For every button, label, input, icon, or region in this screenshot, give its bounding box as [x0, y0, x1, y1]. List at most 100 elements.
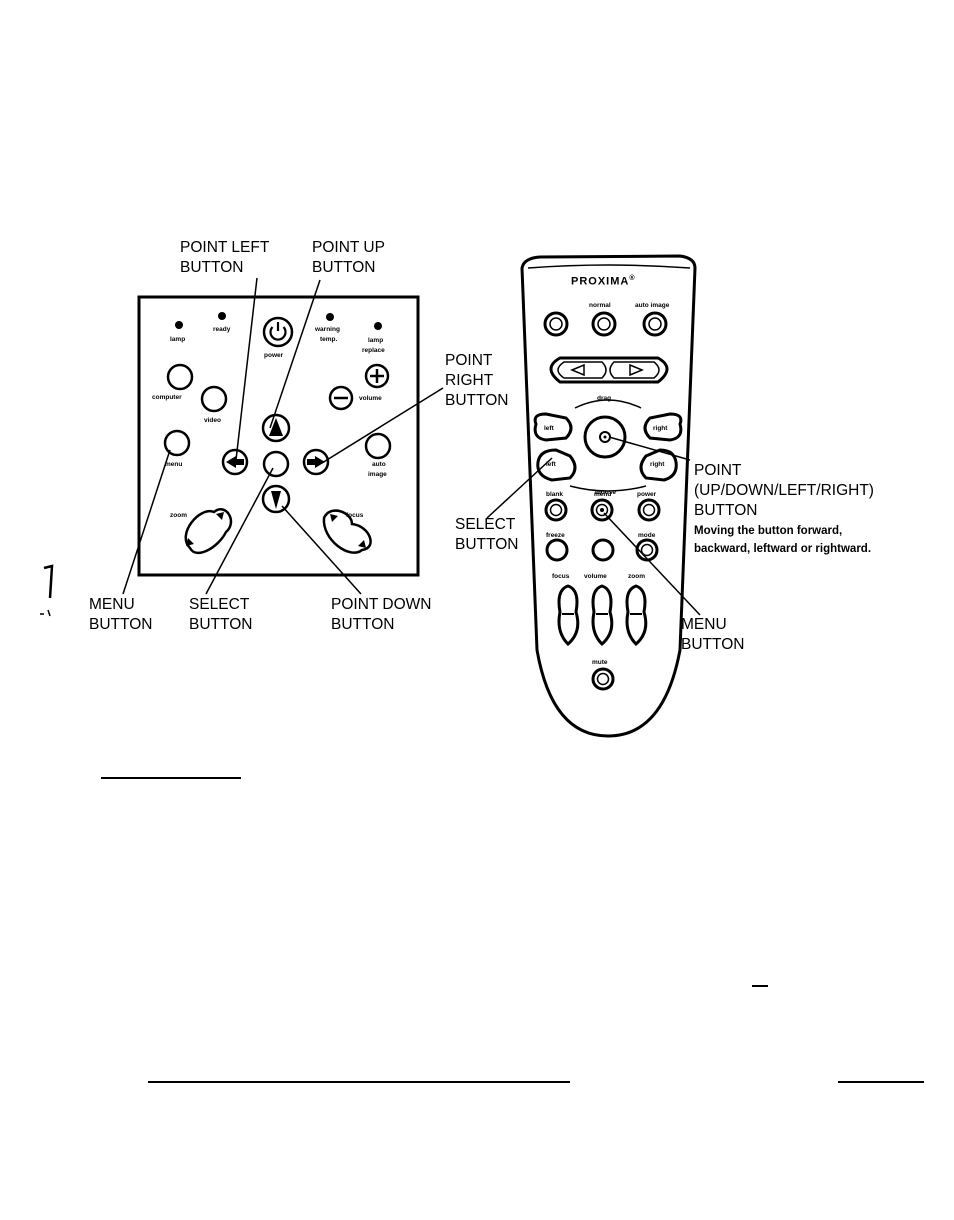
arrow-up-icon — [269, 418, 283, 436]
remote-drag-left-button[interactable] — [533, 412, 573, 442]
remote-freeze-button[interactable] — [545, 538, 569, 562]
remote-brand: PROXIMA® — [571, 269, 636, 292]
focus-far-arrow-icon — [358, 540, 366, 548]
remote-mute-button[interactable] — [591, 667, 615, 691]
blank-rule-4 — [838, 1081, 924, 1083]
warning-led-label: warning — [314, 326, 340, 333]
remote-mouse-left-button[interactable] — [536, 448, 577, 482]
warning-led-label-2: temp. — [320, 336, 338, 343]
arrow-left-icon — [226, 456, 236, 468]
label-point-up-line1: POINT UP — [312, 239, 385, 256]
lamp-replace-led-icon — [374, 322, 382, 330]
remote-normal-button[interactable] — [591, 311, 617, 337]
remote-zoom-label: zoom — [628, 573, 645, 580]
remote-mode-button[interactable] — [635, 538, 659, 562]
remote-freeze-label: freeze — [546, 532, 565, 539]
remote-zoom-rocker[interactable] — [625, 584, 648, 647]
remote-drag-right-label: right — [653, 425, 668, 432]
panel-volume-up-button[interactable] — [364, 363, 390, 389]
remote-center-button[interactable] — [591, 538, 615, 562]
panel-point-up-button[interactable] — [261, 413, 291, 443]
panel-video-button[interactable] — [200, 385, 228, 413]
ready-led-icon — [218, 312, 226, 320]
remote-volume-label: volume — [584, 573, 607, 580]
label-select-panel-line2: BUTTON — [189, 616, 253, 633]
remote-blank-button[interactable] — [544, 498, 568, 522]
label-menu-panel-line2: BUTTON — [89, 616, 153, 633]
leader-lines — [122, 277, 701, 616]
label-point-right-line1: POINT — [445, 352, 493, 369]
remote-focus-rocker[interactable] — [557, 584, 580, 647]
panel-auto-image-label-2: image — [368, 471, 387, 478]
focus-near-arrow-icon — [330, 514, 338, 522]
panel-point-right-button[interactable] — [302, 448, 330, 476]
label-select-panel-line1: SELECT — [189, 596, 250, 613]
zoom-out-arrow-icon — [186, 538, 194, 546]
panel-focus-label: focus — [346, 512, 364, 519]
remote-mouse-right-label: right — [650, 461, 665, 468]
panel-select-button[interactable] — [262, 450, 290, 478]
lamp-replace-led-label-2: replace — [362, 347, 385, 354]
label-point-remote-line1: POINT — [694, 462, 742, 479]
label-menu-remote: MENU BUTTON — [681, 615, 744, 655]
page-back-icon — [570, 363, 585, 377]
remote-brand-text: PROXIMA — [571, 275, 630, 288]
remote-control: normal auto image drag left right — [520, 254, 697, 738]
panel-auto-image-button[interactable] — [364, 432, 392, 460]
panel-point-down-button[interactable] — [261, 484, 291, 514]
label-point-right-line2: RIGHT — [445, 372, 494, 389]
panel-menu-button[interactable] — [163, 429, 191, 457]
label-point-down-line1: POINT DOWN — [331, 596, 432, 613]
label-menu-panel-line1: MENU — [89, 596, 135, 613]
label-point-remote-line2: (UP/DOWN/LEFT/RIGHT) — [694, 482, 874, 499]
label-point-down: POINT DOWN BUTTON — [331, 595, 431, 635]
warning-led-icon — [326, 313, 334, 321]
panel-volume-down-button[interactable] — [328, 385, 354, 411]
panel-zoom-rocker[interactable] — [184, 508, 233, 555]
remote-top-left-button[interactable] — [543, 311, 569, 337]
remote-drag-right-button[interactable] — [643, 412, 683, 442]
remote-menu-label: menu — [594, 491, 611, 498]
remote-normal-label: normal — [589, 302, 611, 309]
blank-rule-2 — [752, 985, 768, 987]
remote-power-label: power — [637, 491, 657, 498]
arrow-right-icon — [315, 456, 325, 468]
remote-mouse-label: mouse — [595, 489, 616, 496]
panel-point-left-button[interactable] — [221, 448, 249, 476]
panel-computer-label: computer — [152, 394, 182, 401]
remote-mode-label: mode — [638, 532, 656, 539]
remote-volume-rocker[interactable] — [591, 584, 614, 647]
remote-power-button[interactable] — [637, 498, 661, 522]
power-icon — [269, 326, 287, 341]
lamp-led-icon — [175, 321, 183, 329]
control-panel: lamp ready warning temp. lamp replace po… — [137, 295, 420, 577]
label-point-remote-note-line1: Moving the button forward, — [694, 525, 843, 537]
label-menu-panel: MENU BUTTON — [89, 595, 152, 635]
remote-mouse-right-button[interactable] — [639, 448, 678, 482]
blank-rule-1 — [101, 777, 241, 779]
panel-power-button[interactable] — [262, 316, 294, 348]
remote-auto-image-label: auto image — [635, 302, 670, 309]
label-point-right-line3: BUTTON — [445, 392, 509, 409]
panel-computer-button[interactable] — [166, 363, 194, 391]
remote-drag-left-label: left — [544, 425, 555, 432]
zoom-in-arrow-icon — [216, 512, 224, 520]
remote-page-rocker[interactable] — [549, 356, 669, 384]
label-select-panel: SELECT BUTTON — [189, 595, 252, 635]
blank-rule-3 — [148, 1081, 570, 1083]
remote-mute-label: mute — [592, 659, 608, 666]
ready-led-label: ready — [213, 326, 231, 333]
arrow-down-icon — [271, 491, 281, 509]
label-menu-remote-line1: MENU — [681, 616, 727, 633]
label-point-remote: POINT (UP/DOWN/LEFT/RIGHT) BUTTON — [694, 461, 874, 521]
panel-auto-image-label: auto — [372, 461, 386, 468]
label-point-up: POINT UP BUTTON — [312, 238, 385, 278]
remote-point-button[interactable] — [583, 415, 627, 459]
label-point-left: POINT LEFT BUTTON — [180, 238, 269, 278]
label-select-remote: SELECT BUTTON — [455, 515, 518, 555]
panel-focus-rocker[interactable] — [322, 509, 372, 554]
label-menu-remote-line2: BUTTON — [681, 636, 745, 653]
remote-auto-image-button[interactable] — [642, 311, 668, 337]
label-point-remote-note: Moving the button forward, backward, lef… — [694, 522, 871, 558]
